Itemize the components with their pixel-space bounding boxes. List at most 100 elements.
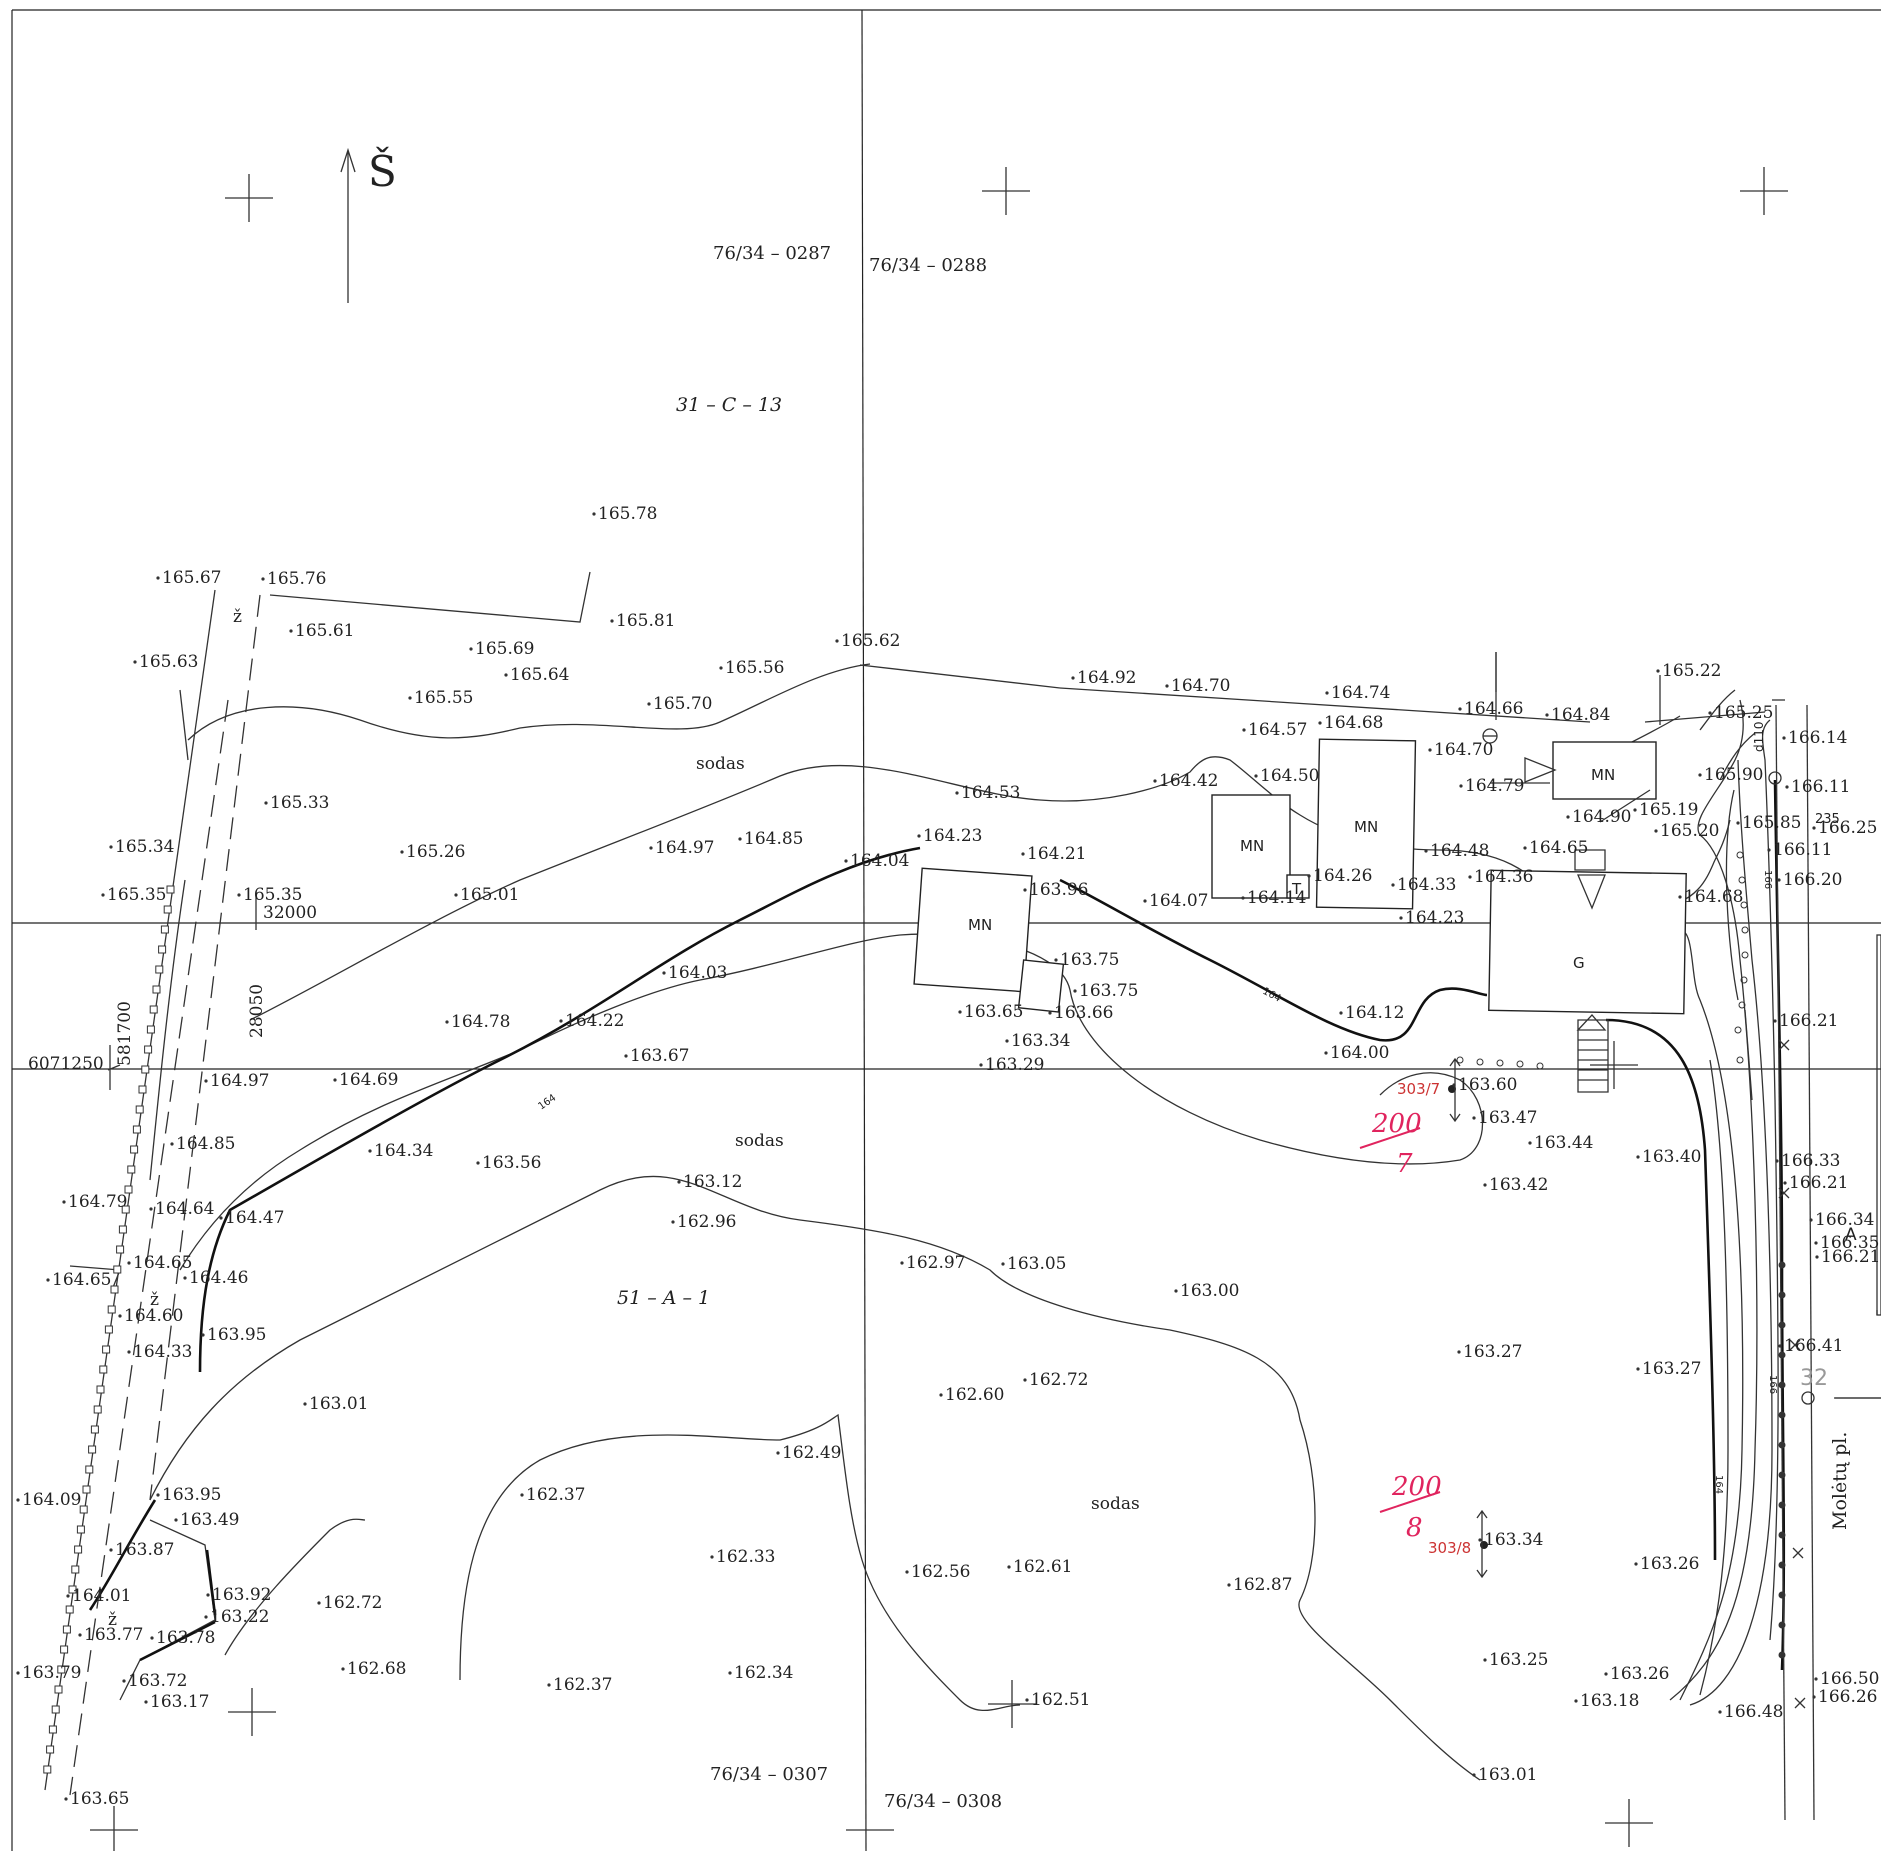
elevation-label: 165.62 [841, 631, 900, 651]
elevation-label: 163.65 [964, 1002, 1023, 1022]
elevation-dot [109, 845, 113, 849]
elevation-label: 166.21 [1821, 1247, 1880, 1267]
elevation-label: 164.33 [1397, 875, 1456, 895]
street-pole-dot [1778, 1561, 1786, 1569]
elevation-label: 162.61 [1013, 1557, 1072, 1577]
boundary-marker [130, 1145, 139, 1154]
elevation-label: 164.22 [565, 1011, 624, 1031]
elevation-dot [1814, 1241, 1818, 1245]
boundary-marker [135, 1105, 144, 1114]
elevation-dot [719, 666, 723, 670]
elevation-dot [1227, 1583, 1231, 1587]
boundary-marker [104, 1325, 113, 1334]
elevation-dot [1785, 785, 1789, 789]
driveway-dot [1516, 1060, 1524, 1068]
building-mn-2 [1315, 738, 1417, 910]
boundary-marker [102, 1345, 111, 1354]
elevation-dot [333, 1078, 337, 1082]
elevation-dot [1391, 883, 1395, 887]
elevation-label: 164.97 [210, 1071, 269, 1091]
elevation-label: 165.20 [1660, 821, 1719, 841]
elevation-label: 166.11 [1773, 840, 1832, 860]
boundary-marker [160, 925, 169, 934]
driveway-dot [1740, 976, 1748, 984]
elevation-dot [917, 834, 921, 838]
driveway-dot [1456, 1056, 1464, 1064]
elevation-label: 165.35 [243, 885, 302, 905]
elevation-dot [1708, 711, 1712, 715]
elevation-label: 166.48 [1724, 1702, 1783, 1722]
elevation-label: 164.65 [133, 1253, 192, 1273]
elevation-dot [662, 971, 666, 975]
building-annex [1017, 959, 1065, 1013]
zone-label-north: 31 – C – 13 [676, 394, 782, 416]
point-32-label: 32 [1800, 1366, 1828, 1391]
elevation-label: 163.47 [1478, 1108, 1537, 1128]
elevation-dot [1073, 989, 1077, 993]
elevation-label: 162.56 [911, 1562, 970, 1582]
elevation-dot [1428, 748, 1432, 752]
elevation-dot [62, 1200, 66, 1204]
elevation-dot [1324, 1051, 1328, 1055]
elevation-dot [520, 1493, 524, 1497]
boundary-marker [113, 1265, 122, 1274]
elevation-dot [1736, 821, 1740, 825]
elevation-label: 163.66 [1054, 1003, 1113, 1023]
elevation-dot [16, 1498, 20, 1502]
elevation-label: 162.87 [1233, 1575, 1292, 1595]
elevation-label: 163.67 [630, 1046, 689, 1066]
elevation-label: 165.67 [162, 568, 221, 588]
elevation-dot [78, 1633, 82, 1637]
elevation-label: 163.26 [1640, 1554, 1699, 1574]
boundary-marker [43, 1765, 52, 1774]
driveway-dot [1738, 1001, 1746, 1009]
elevation-label: 163.26 [1610, 1664, 1669, 1684]
elevation-dot [408, 696, 412, 700]
elevation-dot [368, 1149, 372, 1153]
building-label: MN [1354, 818, 1378, 836]
elevation-dot [1242, 728, 1246, 732]
boundary-marker [124, 1185, 133, 1194]
elevation-label: 164.46 [189, 1268, 248, 1288]
elevation-label: 166.35 [1820, 1233, 1879, 1253]
elevation-dot [469, 647, 473, 651]
elevation-dot [677, 1180, 681, 1184]
elevation-label: 165.22 [1662, 661, 1721, 681]
pole-number: 235 [1815, 812, 1840, 827]
cross-marks [1778, 1039, 1806, 1709]
driveway-dot [1536, 1062, 1544, 1070]
elevation-dot [170, 1142, 174, 1146]
elevation-dot [1636, 1155, 1640, 1159]
street-pole-dot [1778, 1501, 1786, 1509]
elevation-label: 166.14 [1788, 728, 1847, 748]
elevation-label: 164.68 [1684, 887, 1743, 907]
elevation-dot [1005, 1039, 1009, 1043]
contour-label-166: 166 [1767, 1375, 1778, 1394]
elevation-label: 165.01 [460, 885, 519, 905]
street-pole-dot [1778, 1531, 1786, 1539]
wells [1448, 1057, 1488, 1579]
elevation-dot [1071, 676, 1075, 680]
driveway [1725, 789, 1753, 1101]
elevation-dot [303, 1402, 307, 1406]
boundary-marker [127, 1165, 136, 1174]
elevation-dot [624, 1054, 628, 1058]
elevation-label: 162.51 [1031, 1690, 1090, 1710]
elevation-dot [547, 1683, 551, 1687]
elevation-label: 162.72 [1029, 1370, 1088, 1390]
well-labels: 303/7 303/8 [1397, 1080, 1471, 1557]
elevation-label: 163.00 [1180, 1281, 1239, 1301]
building-label: G [1573, 954, 1585, 972]
elevation-label: 166.25 [1818, 818, 1877, 838]
elevation-dot [1523, 846, 1527, 850]
sheet-label-0287: 76/34 – 0287 [713, 243, 831, 264]
elevation-label: 163.79 [22, 1663, 81, 1683]
elevation-dot [1812, 826, 1816, 830]
elevation-label: 162.68 [347, 1659, 406, 1679]
boundary-marker [54, 1685, 63, 1694]
elevation-dot [127, 1261, 131, 1265]
boundary-marker [57, 1665, 66, 1674]
elevation-label: 164.04 [850, 851, 909, 871]
building-label: MN [1591, 766, 1615, 784]
pole-circle [1801, 1391, 1815, 1405]
